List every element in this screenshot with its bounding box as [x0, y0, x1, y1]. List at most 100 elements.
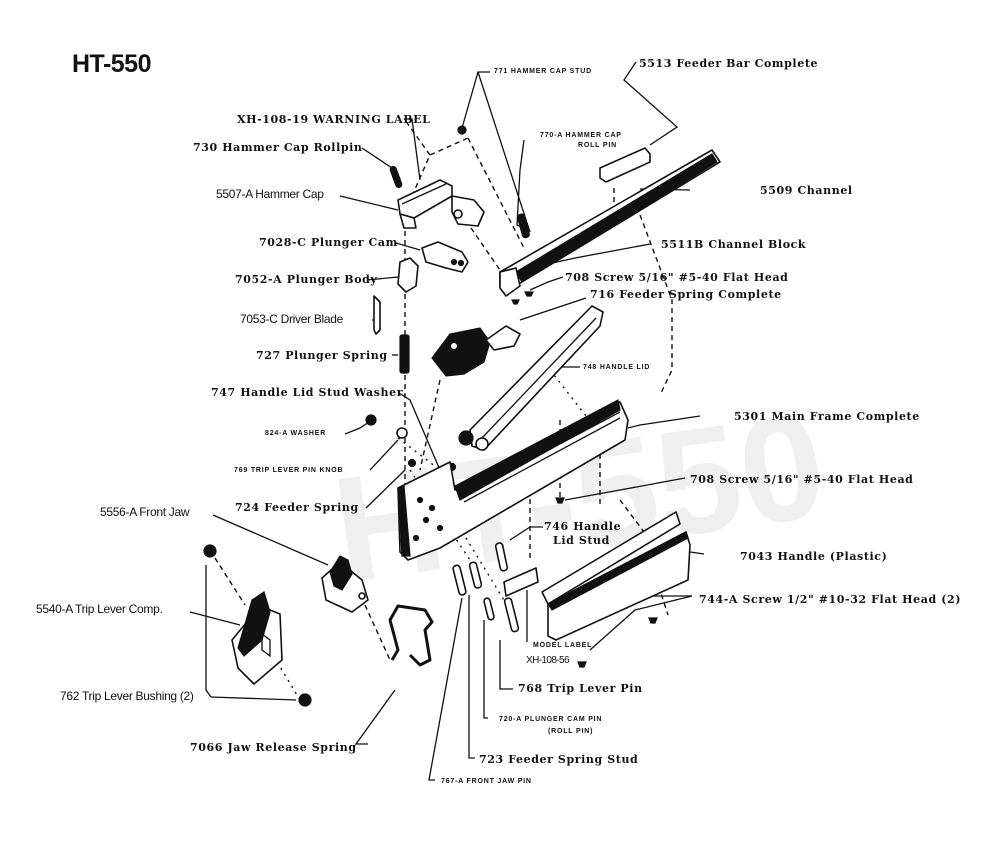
washer-824-a: [365, 414, 377, 426]
leader-line: [461, 71, 490, 129]
leader-line: [477, 71, 531, 233]
label-xh-108-56: XH-108-56: [526, 655, 570, 666]
assembly-line: [419, 379, 441, 471]
front-jaw-pin: [452, 564, 467, 596]
label-762-trip-lever-bushing: 762 Trip Lever Bushing (2): [60, 689, 194, 703]
label-5511b-channel-block: 5511B Channel Block: [661, 238, 807, 251]
leader-line: [468, 595, 475, 759]
assembly-line: [397, 437, 441, 471]
trip-lever-pin-knob: [396, 427, 408, 439]
screw-708-top-2: [511, 299, 520, 305]
assembly-line: [470, 227, 501, 271]
trip-lever-bushing-bottom: [298, 693, 312, 707]
feeder-spring-complete: [431, 325, 521, 377]
leader-line: [589, 595, 693, 651]
assembly-line: [404, 119, 431, 156]
trip-lever-bushing-top: [203, 544, 217, 558]
label-708-screw-mid: 708 Screw 5/16" #5-40 Flat Head: [690, 473, 914, 486]
leader-line: [404, 118, 421, 181]
label-model-label: MODEL LABEL: [533, 642, 593, 649]
trip-lever-pin: [503, 597, 520, 633]
leader-line: [212, 514, 329, 566]
screw-708-mid: [555, 497, 565, 504]
hammer-cap-rollpin: [389, 165, 403, 189]
plunger-body: [397, 257, 419, 293]
screw-744-a-2: [577, 661, 587, 668]
label-5540a-trip-lever-comp: 5540-A Trip Lever Comp.: [36, 602, 163, 616]
label-746-lid-stud: Lid Stud: [553, 534, 610, 547]
channel: [499, 149, 721, 297]
label-7052a-plunger-body: 7052-A Plunger Body: [235, 273, 378, 286]
feeder-spring-end: [407, 458, 417, 468]
label-747-handle-lid-stud-washer: 747 Handle Lid Stud Washer: [211, 386, 404, 399]
screw-744-a: [648, 617, 658, 624]
assembly-line: [467, 137, 526, 251]
leader-line: [483, 620, 488, 719]
leader-line: [689, 551, 705, 555]
label-716-feeder-spring-complete: 716 Feeder Spring Complete: [590, 288, 782, 301]
leader-line: [369, 439, 399, 471]
label-723-feeder-spring-stud: 723 Feeder Spring Stud: [479, 753, 639, 766]
jaw-release-spring: [388, 604, 434, 667]
driver-blade: [373, 295, 381, 335]
leader-line: [627, 415, 701, 429]
leader-line: [339, 195, 399, 211]
label-5513-feeder-bar: 5513 Feeder Bar Complete: [639, 57, 819, 70]
leader-line: [366, 276, 399, 281]
plunger-cam-pin: [483, 597, 495, 621]
label-768-trip-lever-pin: 768 Trip Lever Pin: [518, 682, 643, 695]
trip-lever: [231, 591, 283, 685]
leader-line: [365, 469, 406, 509]
leader-line: [623, 61, 679, 146]
label-767a-front-jaw-pin: 767-A FRONT JAW PIN: [441, 778, 532, 785]
screw-708-top: [524, 291, 534, 297]
label-5301-main-frame: 5301 Main Frame Complete: [734, 410, 920, 423]
label-5556a-front-jaw: 5556-A Front Jaw: [100, 505, 190, 519]
label-748-handle-lid: 748 HANDLE LID: [583, 364, 651, 371]
leader-line: [499, 640, 513, 690]
leader-line: [519, 297, 587, 321]
feeder-bar: [599, 147, 651, 183]
assembly-line: [269, 649, 301, 701]
leader-line: [428, 597, 463, 781]
leader-line: [529, 276, 564, 291]
main-frame: [397, 399, 629, 561]
hammer-cap: [397, 179, 485, 229]
label-769-trip-lever-pin-knob: 769 TRIP LEVER PIN KNOB: [234, 467, 344, 474]
front-jaw: [321, 555, 369, 613]
label-720a-plunger-cam-pin: 720-A PLUNGER CAM PIN: [499, 716, 603, 723]
leader-line: [354, 689, 396, 745]
feeder-spring-stud: [468, 561, 483, 589]
leader-line: [398, 392, 441, 471]
hammer-cap-roll-pin: [517, 213, 530, 239]
label-770a-roll-pin: ROLL PIN: [578, 142, 617, 149]
plunger-cam: [421, 241, 469, 273]
hammer-cap-stud-head: [457, 125, 467, 135]
label-xh-108-19-warning: XH-108-19 WARNING LABEL: [237, 113, 431, 126]
label-744a-screw: 744-A Screw 1/2" #10-32 Flat Head (2): [699, 593, 962, 606]
label-7028c-plunger-cam: 7028-C Plunger Cam: [259, 236, 398, 249]
leader-line: [395, 242, 421, 251]
handle-plastic: [541, 511, 691, 641]
assembly-line: [639, 214, 673, 396]
leader-line: [210, 696, 297, 701]
assembly-line: [214, 557, 246, 606]
assembly-line: [411, 137, 469, 197]
label-7053c-driver-blade: 7053-C Driver Blade: [240, 312, 344, 326]
label-7043-handle-plastic: 7043 Handle (Plastic): [740, 550, 888, 563]
assembly-line: [549, 369, 606, 441]
label-824a-washer: 824-A WASHER: [265, 430, 327, 437]
plunger-spring: [399, 334, 410, 374]
label-770a-hammer-cap: 770-A HAMMER CAP: [540, 132, 622, 139]
leader-line: [189, 611, 241, 626]
leader-lines: [189, 61, 705, 781]
label-7066-jaw-release-spring: 7066 Jaw Release Spring: [190, 741, 357, 754]
label-730-hammer-cap-rollpin: 730 Hammer Cap Rollpin: [193, 141, 363, 154]
label-5509-channel: 5509 Channel: [760, 184, 853, 197]
label-720a-roll-pin: (ROLL PIN): [548, 728, 594, 735]
leader-line: [361, 147, 393, 169]
leader-line: [564, 477, 686, 501]
label-724-feeder-spring: 724 Feeder Spring: [235, 501, 359, 514]
